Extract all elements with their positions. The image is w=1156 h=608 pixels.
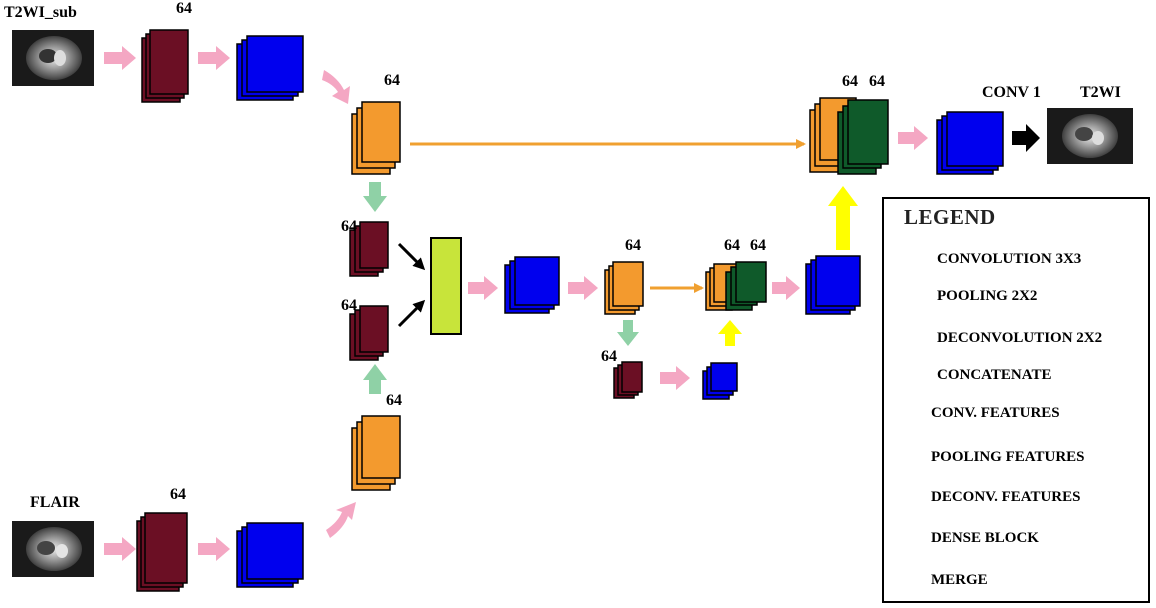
merge-block bbox=[430, 237, 462, 335]
legend-label-convolution: CONVOLUTION 3X3 bbox=[937, 251, 1082, 267]
legend-label-conv-features: CONV. FEATURES bbox=[931, 405, 1060, 421]
dense-block-lower bbox=[702, 362, 738, 400]
pooling-features-top bbox=[351, 101, 401, 175]
dense-block-center bbox=[504, 256, 560, 314]
dense-block-top bbox=[236, 35, 304, 101]
dense-block-right bbox=[805, 255, 861, 315]
legend-label-concatenate: CONCATENATE bbox=[937, 367, 1052, 383]
conv-arrow-9 bbox=[898, 126, 928, 150]
conv-features-mid-lower bbox=[349, 305, 389, 361]
deconvolution-arrows bbox=[718, 186, 858, 346]
convolution-arrows bbox=[104, 46, 928, 561]
conv-arrow-1 bbox=[104, 46, 136, 70]
merge-arrows bbox=[397, 242, 426, 328]
conv-features-mid-upper bbox=[349, 221, 389, 277]
legend-label-pooling: POOLING 2X2 bbox=[937, 288, 1038, 304]
pooling-features-center bbox=[604, 261, 644, 315]
conv-arrow-4 bbox=[198, 537, 230, 561]
conv-arrow-8 bbox=[772, 276, 800, 300]
merge-arrow-upper bbox=[397, 242, 426, 271]
conv-arrow-curve-top bbox=[322, 70, 350, 104]
legend-title: LEGEND bbox=[904, 205, 996, 229]
conv-arrow-3 bbox=[104, 537, 136, 561]
conv-arrow-2 bbox=[198, 46, 230, 70]
deconv-arrow-small bbox=[718, 320, 742, 346]
concat-features-center bbox=[705, 261, 767, 311]
legend-label-pooling-features: POOLING FEATURES bbox=[931, 449, 1085, 465]
conv-arrow-5 bbox=[468, 276, 498, 300]
conv-features-bottom bbox=[136, 512, 188, 592]
output-image-t2wi bbox=[1047, 108, 1133, 164]
conv-features-top bbox=[141, 29, 189, 103]
concat-features-right bbox=[809, 97, 889, 175]
dense-block-bottom bbox=[236, 522, 304, 588]
legend-box bbox=[882, 197, 1150, 603]
legend-label-merge: MERGE bbox=[931, 572, 988, 588]
input-image-flair bbox=[12, 521, 94, 577]
merge-arrow-lower bbox=[397, 299, 426, 328]
dense-block-output bbox=[936, 111, 1004, 175]
pool-arrow-down-top bbox=[363, 182, 387, 212]
pool-arrow-down-center bbox=[617, 320, 639, 346]
pool-arrow-up-bottom bbox=[363, 364, 387, 394]
legend-label-dense-block: DENSE BLOCK bbox=[931, 530, 1039, 546]
legend-label-deconvolution: DECONVOLUTION 2X2 bbox=[937, 330, 1103, 346]
output-arrow bbox=[1012, 124, 1040, 152]
pooling-arrows bbox=[363, 182, 639, 394]
conv-arrow-7 bbox=[660, 366, 690, 390]
concatenate-arrows bbox=[410, 139, 806, 293]
deconv-arrow-large bbox=[828, 186, 858, 250]
conv-features-lower bbox=[613, 361, 643, 399]
pooling-features-bottom bbox=[351, 415, 401, 491]
conv-arrow-curve-bottom bbox=[326, 502, 356, 538]
input-image-t2wi-sub bbox=[12, 30, 94, 86]
legend-label-deconv-features: DECONV. FEATURES bbox=[931, 489, 1081, 505]
conv-arrow-6 bbox=[568, 276, 598, 300]
